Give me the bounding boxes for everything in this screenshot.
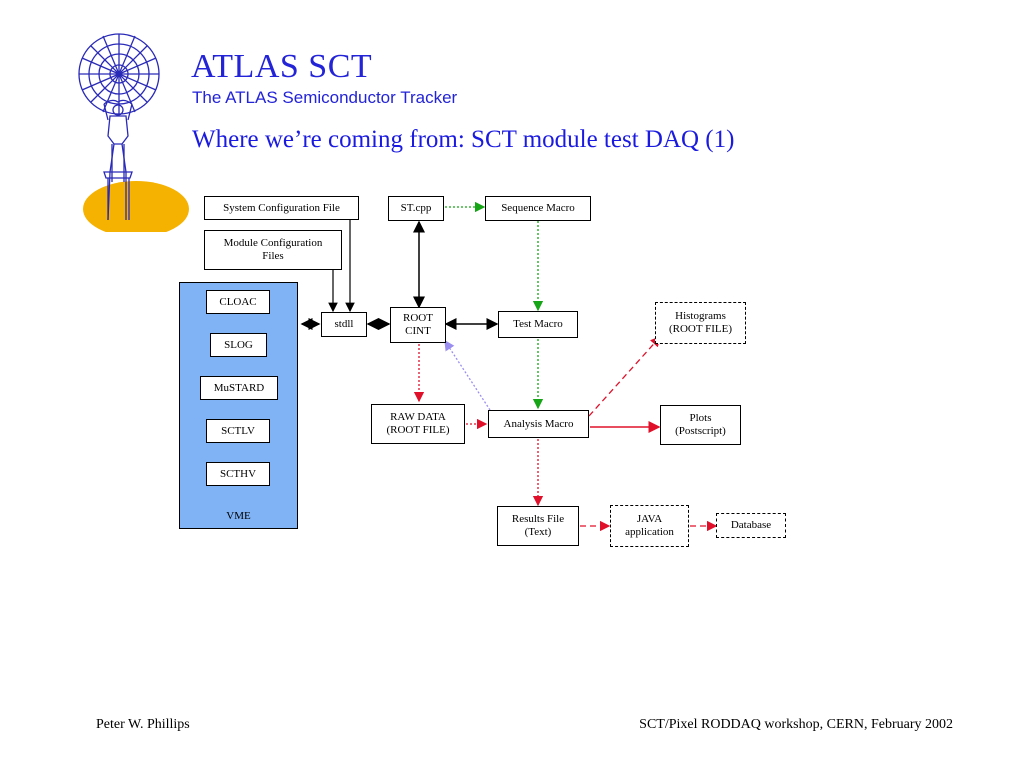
atlas-logo-icon	[78, 33, 189, 232]
system-config-file-box: System Configuration File	[204, 196, 359, 220]
plots-box: Plots (Postscript)	[660, 405, 741, 445]
vme-crate	[179, 282, 298, 529]
results-file-box: Results File (Text)	[497, 506, 579, 546]
vme-module-sctlv: SCTLV	[206, 419, 270, 443]
arrow-analysis-histograms	[588, 336, 661, 417]
sequence-macro-box: Sequence Macro	[485, 196, 591, 221]
vme-module-cloac: CLOAC	[206, 290, 270, 314]
slide-heading: Where we’re coming from: SCT module test…	[192, 126, 735, 153]
footer-author: Peter W. Phillips	[96, 717, 190, 732]
arrow-analysis-root	[444, 339, 491, 411]
vme-label: VME	[226, 510, 251, 522]
vme-module-slog: SLOG	[210, 333, 267, 357]
test-macro-box: Test Macro	[498, 311, 578, 338]
vme-module-scthv: SCTHV	[206, 462, 270, 486]
raw-data-box: RAW DATA (ROOT FILE)	[371, 404, 465, 444]
module-config-files-box: Module Configuration Files	[204, 230, 342, 270]
root-cint-box: ROOT CINT	[390, 307, 446, 343]
analysis-macro-box: Analysis Macro	[488, 410, 589, 438]
histograms-box: Histograms (ROOT FILE)	[655, 302, 746, 344]
vme-module-mustard: MuSTARD	[200, 376, 278, 400]
page-title: ATLAS SCT	[191, 48, 373, 85]
java-application-box: JAVA application	[610, 505, 689, 547]
stdll-box: stdll	[321, 312, 367, 337]
database-box: Database	[716, 513, 786, 538]
footer-event: SCT/Pixel RODDAQ workshop, CERN, Februar…	[639, 717, 953, 732]
st-cpp-box: ST.cpp	[388, 196, 444, 221]
page-subtitle: The ATLAS Semiconductor Tracker	[192, 88, 458, 107]
